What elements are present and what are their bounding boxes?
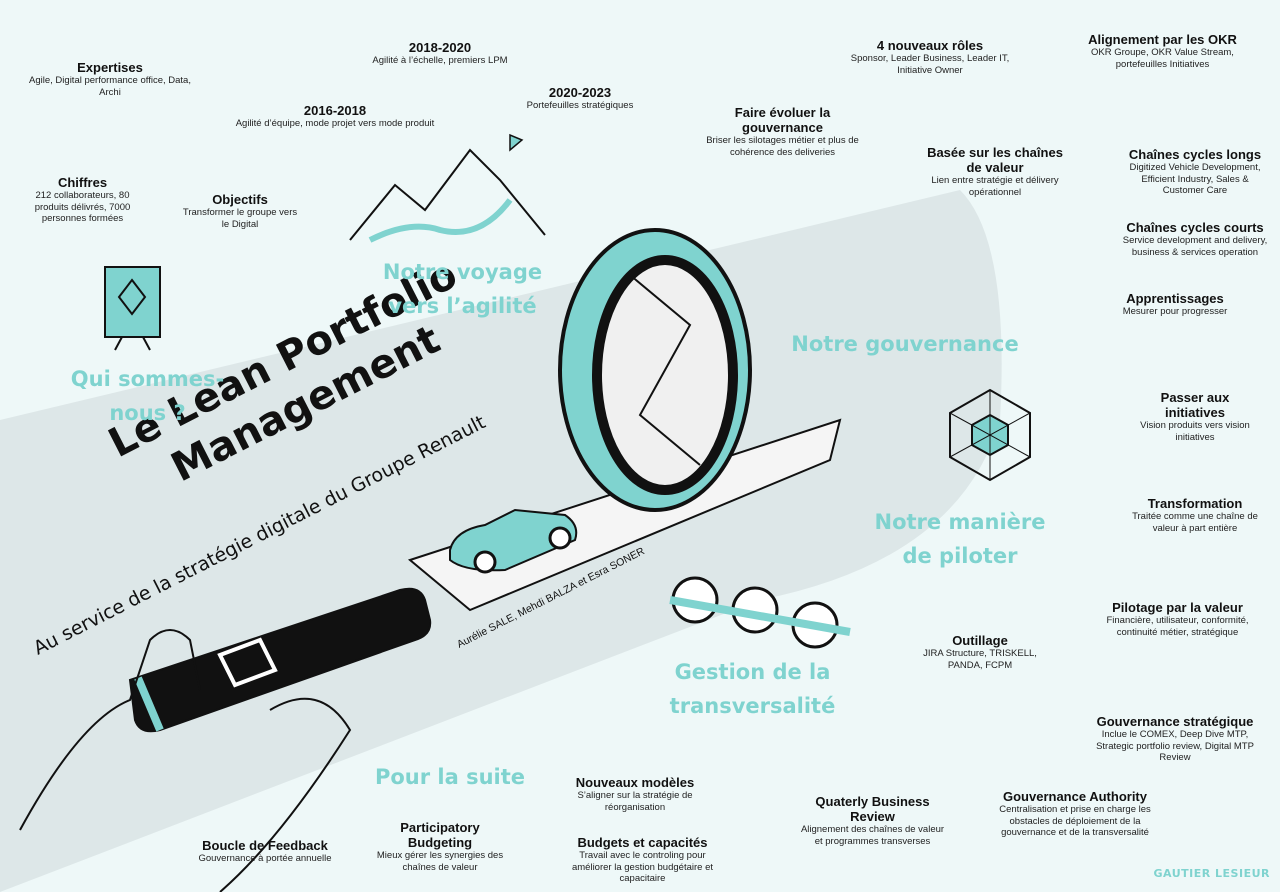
signature: GAUTIER LESIEUR xyxy=(1153,867,1270,880)
objectifs-title: Objectifs xyxy=(212,192,268,207)
block-expertises: Expertises Agile, Digital performance of… xyxy=(25,60,195,98)
section-transversalite: Gestion de la transversalité xyxy=(669,660,836,718)
block-boucle: Boucle de Feedback Gouvernance à portée … xyxy=(198,838,332,864)
phone-hand-illustration xyxy=(19,587,432,892)
section-gouvernance: Notre gouvernance xyxy=(791,332,1019,356)
block-modeles: Nouveaux modèles S’aligner sur la straté… xyxy=(575,775,695,813)
block-passer-initiatives: Passer aux initiatives Vision produits v… xyxy=(1140,390,1250,443)
block-pilotage-valeur: Pilotage par la valeur Financière, utili… xyxy=(1106,600,1249,638)
block-qbr: Quaterly Business Review Alignement des … xyxy=(800,794,945,847)
chiffres-title: Chiffres xyxy=(57,175,108,190)
block-apprentissages: Apprentissages Mesurer pour progresser xyxy=(1122,291,1228,317)
block-2020: 2020-2023 Portefeuilles stratégiques xyxy=(526,85,634,111)
block-authority: Gouvernance Authority Centralisation et … xyxy=(999,789,1151,838)
block-gouv-strategique: Gouvernance stratégique Inclue le COMEX,… xyxy=(1096,714,1254,763)
block-transformation: Transformation Traitée comme une chaîne … xyxy=(1132,496,1258,534)
block-roles: 4 nouveaux rôles Sponsor, Leader Busines… xyxy=(850,38,1010,76)
block-chaines-valeur: Basée sur les chaînes de valeur Lien ent… xyxy=(927,145,1063,198)
objectifs-desc: Transformer le groupe vers le Digital xyxy=(182,207,298,230)
block-okr: Alignement par les OKR OKR Groupe, OKR V… xyxy=(1088,32,1237,70)
block-chiffres: Chiffres 212 collaborateurs, 80 produits… xyxy=(20,175,145,225)
radar-diamond-icon xyxy=(949,388,1031,482)
section-voyage: Notre voyage vers l’agilité xyxy=(382,260,543,318)
ring-arrows xyxy=(629,274,701,466)
block-2016: 2016-2018 Agilité d’équipe, mode projet … xyxy=(235,103,435,129)
block-2018: 2018-2020 Agilité à l’échelle, premiers … xyxy=(372,40,508,66)
section-qui: Qui sommes-nous ? xyxy=(70,367,225,425)
block-objectifs: Objectifs Transformer le groupe vers le … xyxy=(180,192,300,230)
car-icon xyxy=(449,508,578,574)
block-participatory: Participatory Budgeting Mieux gérer les … xyxy=(376,820,504,873)
block-outillage: Outillage JIRA Structure, TRISKELL, PAND… xyxy=(923,633,1037,671)
chiffres-desc: 212 collaborateurs, 80 produits délivrés… xyxy=(34,190,131,224)
block-budgets: Budgets et capacités Travail avec le con… xyxy=(571,835,713,884)
block-faire-evoluer: Faire évoluer la gouvernance Briser les … xyxy=(706,105,859,158)
loop-ring-illustration xyxy=(558,228,752,512)
ring-inner xyxy=(592,255,738,495)
mountains-icon xyxy=(349,133,546,243)
expertises-desc: Agile, Digital performance office, Data,… xyxy=(29,75,191,98)
block-cycles-longs: Chaînes cycles longs Digitized Vehicle D… xyxy=(1128,147,1262,196)
block-cycles-courts: Chaînes cycles courts Service developmen… xyxy=(1122,220,1268,258)
easel-icon xyxy=(104,266,161,351)
section-suite: Pour la suite xyxy=(374,765,526,789)
expertises-title: Expertises xyxy=(77,60,143,75)
section-piloter: Notre manière de piloter xyxy=(874,510,1046,568)
gears-icon xyxy=(669,576,851,649)
